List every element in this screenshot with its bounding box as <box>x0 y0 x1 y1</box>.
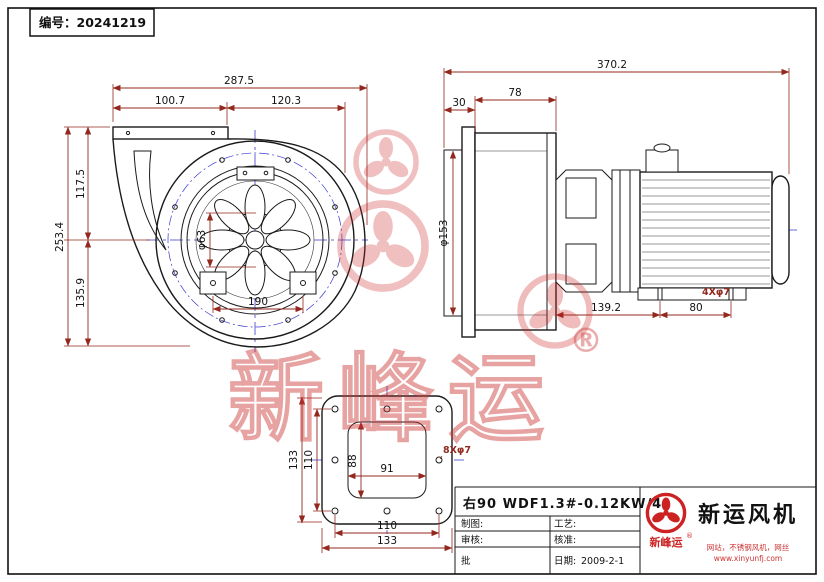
company-name: 新运风机 <box>698 502 798 528</box>
approved-label: 批 <box>461 555 471 567</box>
housing-side <box>474 132 557 331</box>
volute-outline <box>112 138 366 348</box>
mounting-feet <box>199 271 317 295</box>
dim-side-inlet-dia: φ153 <box>438 220 450 247</box>
dim-flange-outer-width: 133 <box>377 535 397 547</box>
motor-body <box>639 171 773 289</box>
dim-flange-outer-height: 133 <box>288 450 300 470</box>
flange-view-dimensions: 133 110 88 91 8Xφ7 110 133 <box>288 396 471 553</box>
dim-front-feet-span: 190 <box>248 296 268 308</box>
ratify-label: 核准: <box>554 534 576 546</box>
front-view: 287.5 100.7 120.3 253.4 117.5 135.9 φ63 … <box>54 75 368 352</box>
title-block-logo-icon <box>645 492 687 534</box>
inlet-ring-outer <box>180 165 330 315</box>
outlet-flange <box>112 126 229 140</box>
watermark-registered-mark: ® <box>569 321 603 361</box>
dim-flange-bolt-width: 110 <box>377 520 397 532</box>
duct-cutout <box>133 150 167 251</box>
terminal-box <box>645 149 679 173</box>
watermark-logo-icon <box>356 132 416 192</box>
flange-bolt-holes <box>331 405 443 515</box>
motor <box>611 143 790 301</box>
dim-side-feet-span: 80 <box>689 302 702 314</box>
title-block: 右90 WDF1.3#-0.12KW/4 制图: 工艺: 审核: 核准: 批 日… <box>454 486 816 574</box>
dim-flange-opening-width: 91 <box>380 463 393 475</box>
side-view: 370.2 78 30 φ153 139.2 80 4Xφ7 <box>438 59 800 338</box>
dim-side-flange-offset: 30 <box>452 97 465 109</box>
dim-front-top-height: 117.5 <box>75 169 87 199</box>
dim-front-right-width: 120.3 <box>271 95 301 107</box>
date-label: 日期: <box>554 556 576 567</box>
flange-opening <box>347 421 427 499</box>
serial-number-box: 编号：20241219 <box>29 8 155 37</box>
motor-feet <box>637 287 747 301</box>
dim-side-total-length: 370.2 <box>597 59 627 71</box>
flange-view: 133 110 88 91 8Xφ7 110 133 <box>288 386 471 553</box>
registered-mark: ® <box>686 532 693 540</box>
company-website: www.xinyunfj.com <box>714 554 782 563</box>
dim-front-total-height: 253.4 <box>54 222 66 252</box>
dim-front-left-width: 100.7 <box>155 95 185 107</box>
face-bolt-holes <box>172 157 338 323</box>
impeller <box>195 180 315 300</box>
motor-fins <box>642 179 770 285</box>
dim-side-body-length: 139.2 <box>591 302 621 314</box>
dim-side-housing-depth: 78 <box>508 87 521 99</box>
sheet-border <box>7 7 817 575</box>
company-tagline: 网站，不锈钢风机，网丝 <box>707 542 790 552</box>
inlet-mount-plate <box>236 166 275 181</box>
back-bracket <box>555 169 613 293</box>
dim-flange-bolt-height: 110 <box>303 450 315 470</box>
dim-side-feet-holes: 4Xφ7 <box>702 287 730 298</box>
inlet-flange-plate <box>461 126 476 338</box>
serial-number: 编号：20241219 <box>39 15 146 30</box>
checked-label: 审核: <box>461 534 483 546</box>
model-designation: 右90 WDF1.3#-0.12KW/4 <box>462 496 662 512</box>
dim-flange-holes: 8Xφ7 <box>443 445 471 456</box>
side-view-dimensions: 370.2 78 30 φ153 139.2 80 4Xφ7 <box>438 59 790 319</box>
dim-front-bottom-height: 135.9 <box>75 278 87 308</box>
dim-front-hub-dia: φ63 <box>196 230 208 250</box>
dim-front-total-width: 287.5 <box>224 75 254 87</box>
drawn-label: 制图: <box>461 518 483 530</box>
motor-end-cap <box>771 175 790 285</box>
process-label: 工艺: <box>554 519 576 530</box>
dim-flange-opening-height: 88 <box>347 454 359 467</box>
date-value: 2009-2-1 <box>581 556 624 567</box>
front-view-dimensions: 287.5 100.7 120.3 253.4 117.5 135.9 φ63 … <box>54 75 368 347</box>
brand-name: 新峰运 <box>650 535 683 549</box>
